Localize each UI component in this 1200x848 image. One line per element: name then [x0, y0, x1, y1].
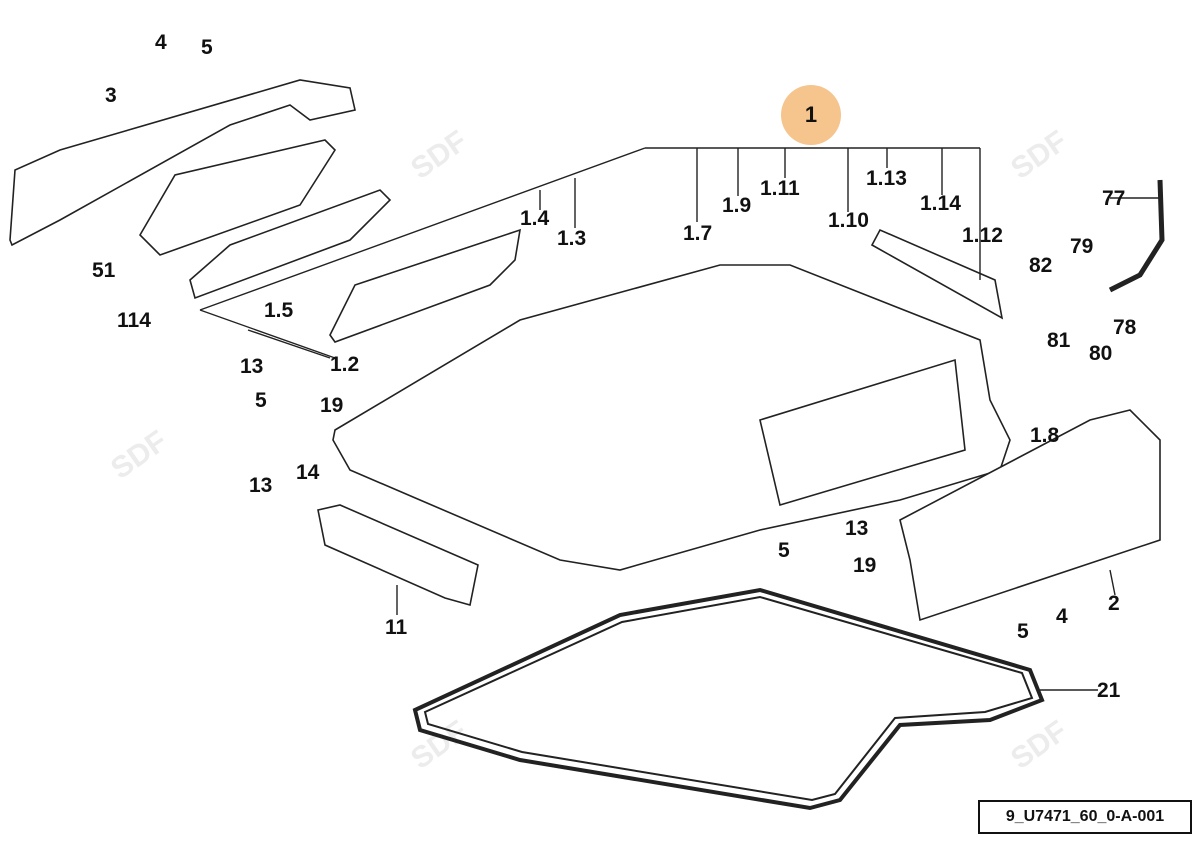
- callout-label: 1.9: [722, 194, 752, 217]
- callout-label: 5: [255, 389, 267, 412]
- callout-label: 80: [1089, 342, 1113, 365]
- callout-label: 1.4: [520, 207, 550, 230]
- callout-label: 1.2: [330, 353, 360, 376]
- part-51-filter: [138, 139, 337, 256]
- svg-text:SDF: SDF: [1005, 124, 1073, 185]
- callout-label: 3: [105, 84, 117, 107]
- callout-label: 114: [117, 309, 151, 332]
- svg-text:SDF: SDF: [405, 124, 473, 185]
- part-1-12-plate: [870, 228, 1004, 320]
- callout-label: 21: [1097, 679, 1121, 702]
- main-assembly-callout: 1: [781, 85, 841, 145]
- svg-text:SDF: SDF: [405, 714, 473, 775]
- callout-label: 81: [1047, 329, 1071, 352]
- svg-text:SDF: SDF: [105, 424, 173, 485]
- leader-lines: [199, 147, 1160, 691]
- part-21-seal: [412, 587, 1045, 811]
- callout-label: 5: [201, 36, 213, 59]
- part-3-front-trim: [9, 79, 356, 247]
- part-114-frame: [189, 189, 392, 300]
- callout-label: 1.7: [683, 222, 713, 245]
- callout-label: 1.13: [866, 167, 907, 190]
- callout-label: 4: [155, 31, 167, 54]
- callout-label: 82: [1029, 254, 1053, 277]
- callout-label: 1.5: [264, 299, 294, 322]
- callout-label: 5: [1017, 620, 1029, 643]
- callout-label: 19: [853, 554, 877, 577]
- callout-label: 1.3: [557, 227, 587, 250]
- callout-label: 19: [320, 394, 344, 417]
- part-77-hose: [1108, 179, 1165, 293]
- part-11-bracket: [317, 504, 479, 607]
- roof-shell: [332, 264, 1011, 571]
- callout-label: 78: [1113, 316, 1137, 339]
- callout-label: 77: [1102, 187, 1126, 210]
- callout-label: 13: [249, 474, 273, 497]
- callout-label: 2: [1108, 592, 1120, 615]
- roof-front-window: [759, 358, 966, 507]
- callout-label: 1.8: [1030, 424, 1060, 447]
- drawing-code: 9_U7471_60_0-A-001: [978, 800, 1192, 834]
- callout-label: 13: [240, 355, 264, 378]
- callout-label: 5: [778, 539, 790, 562]
- callout-label: 79: [1070, 235, 1094, 258]
- callout-label: 11: [385, 616, 408, 639]
- callout-label: 1.12: [962, 224, 1003, 247]
- callout-label: 13: [845, 517, 869, 540]
- callout-label: 14: [296, 461, 320, 484]
- callout-label: 4: [1056, 605, 1068, 628]
- part-1-4-vent: [329, 228, 522, 343]
- svg-text:SDF: SDF: [1005, 714, 1073, 775]
- callout-label: 1.10: [828, 209, 869, 232]
- callout-label: 1.11: [760, 177, 800, 200]
- part-2-rear-trim: [899, 409, 1161, 622]
- callout-label: 51: [92, 259, 116, 282]
- callout-label: 1.14: [920, 192, 961, 215]
